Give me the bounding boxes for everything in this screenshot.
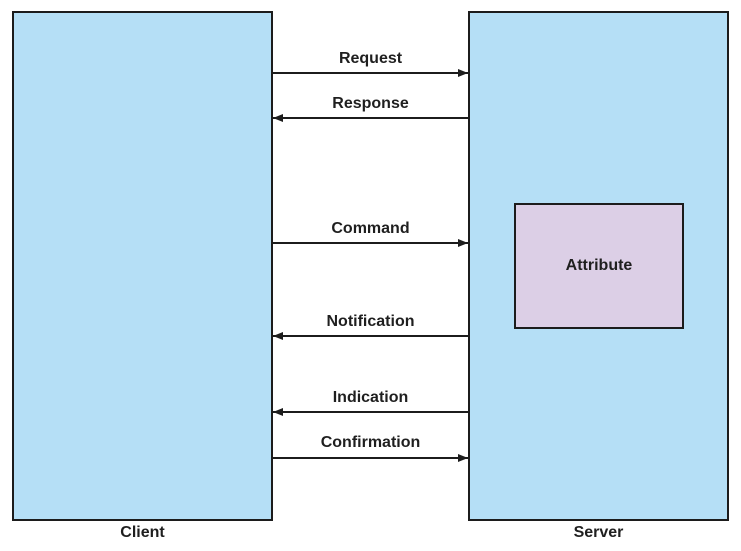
attribute-label: Attribute — [565, 257, 633, 274]
attribute-box: Attribute — [514, 203, 684, 329]
indication-label: Indication — [332, 389, 409, 406]
client-label: Client — [120, 524, 165, 541]
command-label: Command — [331, 220, 410, 237]
client-box — [12, 11, 273, 521]
request-label: Request — [338, 50, 403, 67]
notification-label: Notification — [326, 313, 415, 330]
server-label: Server — [573, 524, 624, 541]
response-label: Response — [332, 95, 409, 112]
confirmation-label: Confirmation — [320, 434, 421, 451]
